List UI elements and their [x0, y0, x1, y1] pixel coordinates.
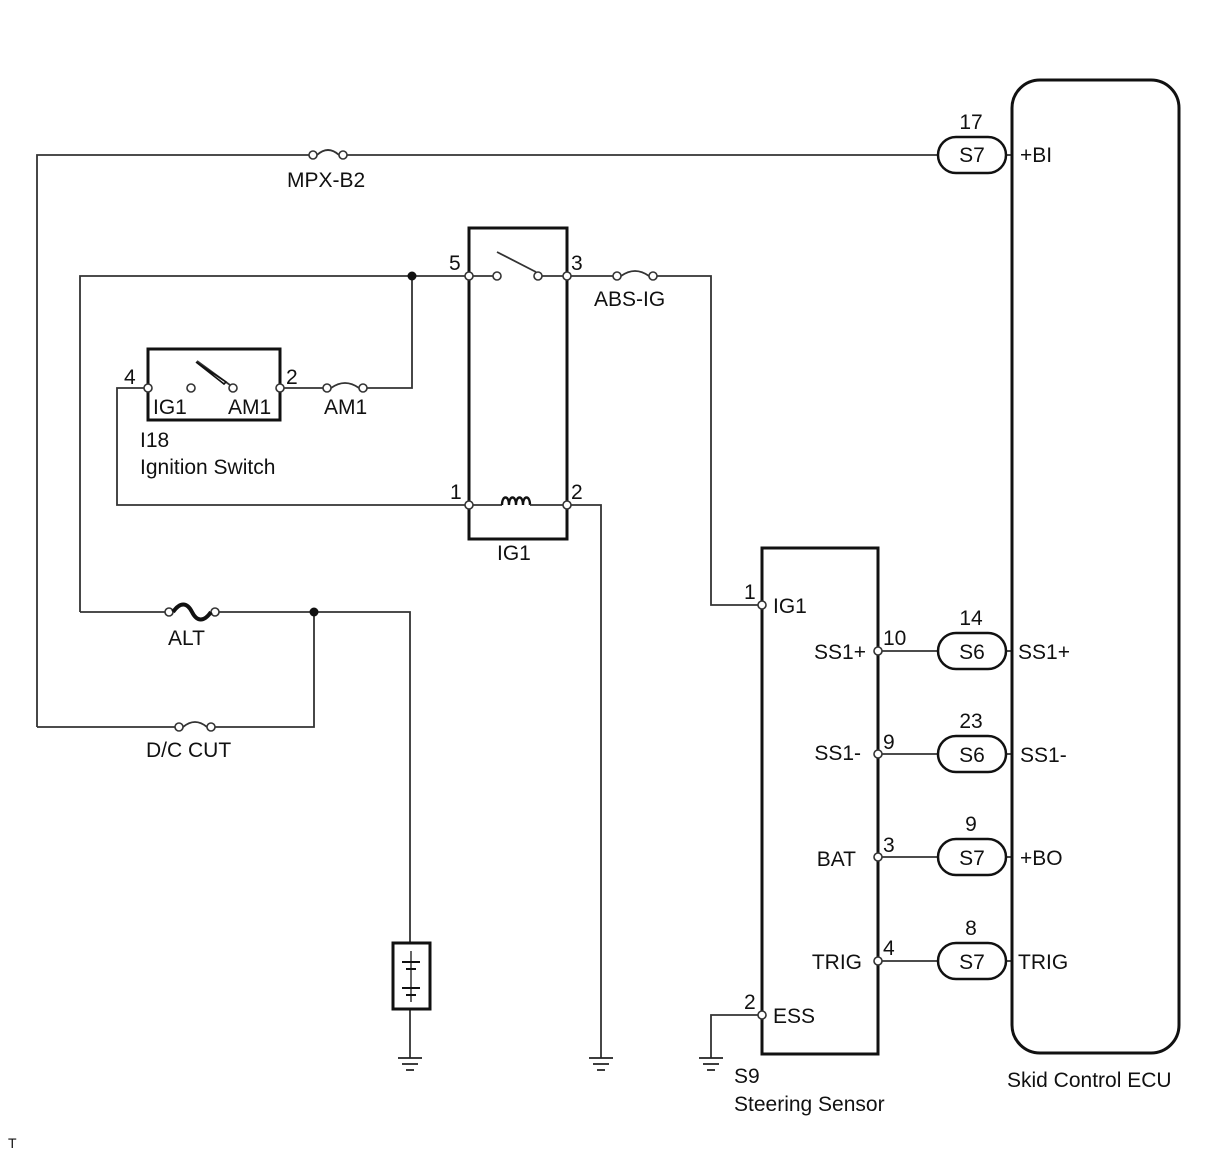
ecu-term-trig: TRIG: [1018, 951, 1068, 974]
ig1-relay-pin-2: 2: [571, 481, 583, 504]
steering-sensor: 1 IG1 10 SS1+ 9 SS1- 3 BAT 4 TRIG 2 ESS …: [734, 546, 906, 1116]
steering-sensor-pin-4: 4: [883, 937, 895, 960]
connector-label: S7: [959, 847, 985, 870]
footer-mark: T: [8, 1135, 17, 1151]
ignition-switch: 4 2 IG1 AM1 I18 Ignition Switch: [124, 347, 298, 479]
ig1-relay-name: IG1: [497, 542, 531, 565]
fuse-dc-cut-label: D/C CUT: [146, 739, 231, 762]
fuse-alt-label: ALT: [168, 627, 205, 650]
steering-sensor-term-trig: TRIG: [812, 951, 862, 974]
steering-sensor-pin-3: 3: [883, 834, 895, 857]
fuse-abs-ig: ABS-IG: [594, 270, 665, 311]
ig1-relay-pin-1: 1: [450, 481, 462, 504]
connector-label: S7: [959, 144, 985, 167]
ecu-name: Skid Control ECU: [1007, 1069, 1172, 1092]
ig1-relay-pin-3: 3: [571, 252, 583, 275]
connector-pin-number: 23: [959, 710, 982, 733]
steering-sensor-term-bat: BAT: [817, 848, 856, 871]
steering-sensor-code: S9: [734, 1065, 760, 1088]
steering-sensor-term-ess: ESS: [773, 1005, 815, 1028]
ecu-term-ss1-minus: SS1-: [1020, 744, 1067, 767]
ecu-term-bi: +BI: [1020, 144, 1052, 167]
ground-symbol: [589, 1057, 613, 1071]
ignition-switch-code: I18: [140, 429, 169, 452]
junction-dot: [407, 271, 417, 281]
battery: [391, 941, 432, 1011]
ig1-relay-pin-5: 5: [449, 252, 461, 275]
connector-pin-number: 17: [959, 111, 982, 134]
connector-pin-number: 14: [959, 607, 983, 630]
junction-dot: [309, 607, 319, 617]
connector-pin-number: 9: [965, 813, 977, 836]
skid-control-ecu: +BI SS1+ SS1- +BO TRIG Skid Control ECU: [1007, 78, 1181, 1092]
connector-s6-pin-23: S6 23: [936, 710, 1008, 774]
steering-sensor-pin-2: 2: [744, 991, 756, 1014]
fuse-dc-cut: D/C CUT: [146, 721, 231, 762]
steering-sensor-term-ss1-minus: SS1-: [814, 742, 861, 765]
fuse-mpx-b2: MPX-B2: [287, 149, 365, 192]
ignition-switch-pin-right: 2: [286, 366, 298, 389]
steering-sensor-pin-9: 9: [883, 731, 895, 754]
connector-label: S7: [959, 951, 985, 974]
connector-label: S6: [959, 641, 985, 664]
ignition-switch-pin-left: 4: [124, 366, 136, 389]
steering-sensor-term-ig1: IG1: [773, 595, 807, 618]
fuse-mpx-b2-label: MPX-B2: [287, 169, 365, 192]
steering-sensor-pin-1: 1: [744, 581, 756, 604]
ignition-switch-term-am1: AM1: [228, 396, 271, 419]
connector-s7-pin-17: S7 17: [936, 111, 1008, 175]
connector-s7-pin-8: S7 8: [936, 917, 1008, 981]
ground-symbol: [398, 1057, 422, 1071]
ecu-term-bo: +BO: [1020, 847, 1063, 870]
ignition-switch-term-ig1: IG1: [153, 396, 187, 419]
connector-s6-pin-14: S6 14: [936, 607, 1008, 671]
ground-symbol: [699, 1057, 723, 1071]
connector-pin-number: 8: [965, 917, 977, 940]
fuse-abs-ig-label: ABS-IG: [594, 288, 665, 311]
ecu-term-ss1-plus: SS1+: [1018, 641, 1070, 664]
connector-s7-pin-9: S7 9: [936, 813, 1008, 877]
steering-sensor-pin-10: 10: [883, 627, 906, 650]
steering-sensor-name: Steering Sensor: [734, 1093, 885, 1116]
steering-sensor-term-ss1-plus: SS1+: [814, 641, 866, 664]
fuse-am1-label: AM1: [324, 396, 367, 419]
ignition-switch-name: Ignition Switch: [140, 456, 275, 479]
fuse-alt: ALT: [164, 602, 220, 650]
connector-label: S6: [959, 744, 985, 767]
ig1-relay: 5 3 1 2 IG1: [449, 226, 583, 565]
fuse-am1: AM1: [322, 382, 368, 419]
